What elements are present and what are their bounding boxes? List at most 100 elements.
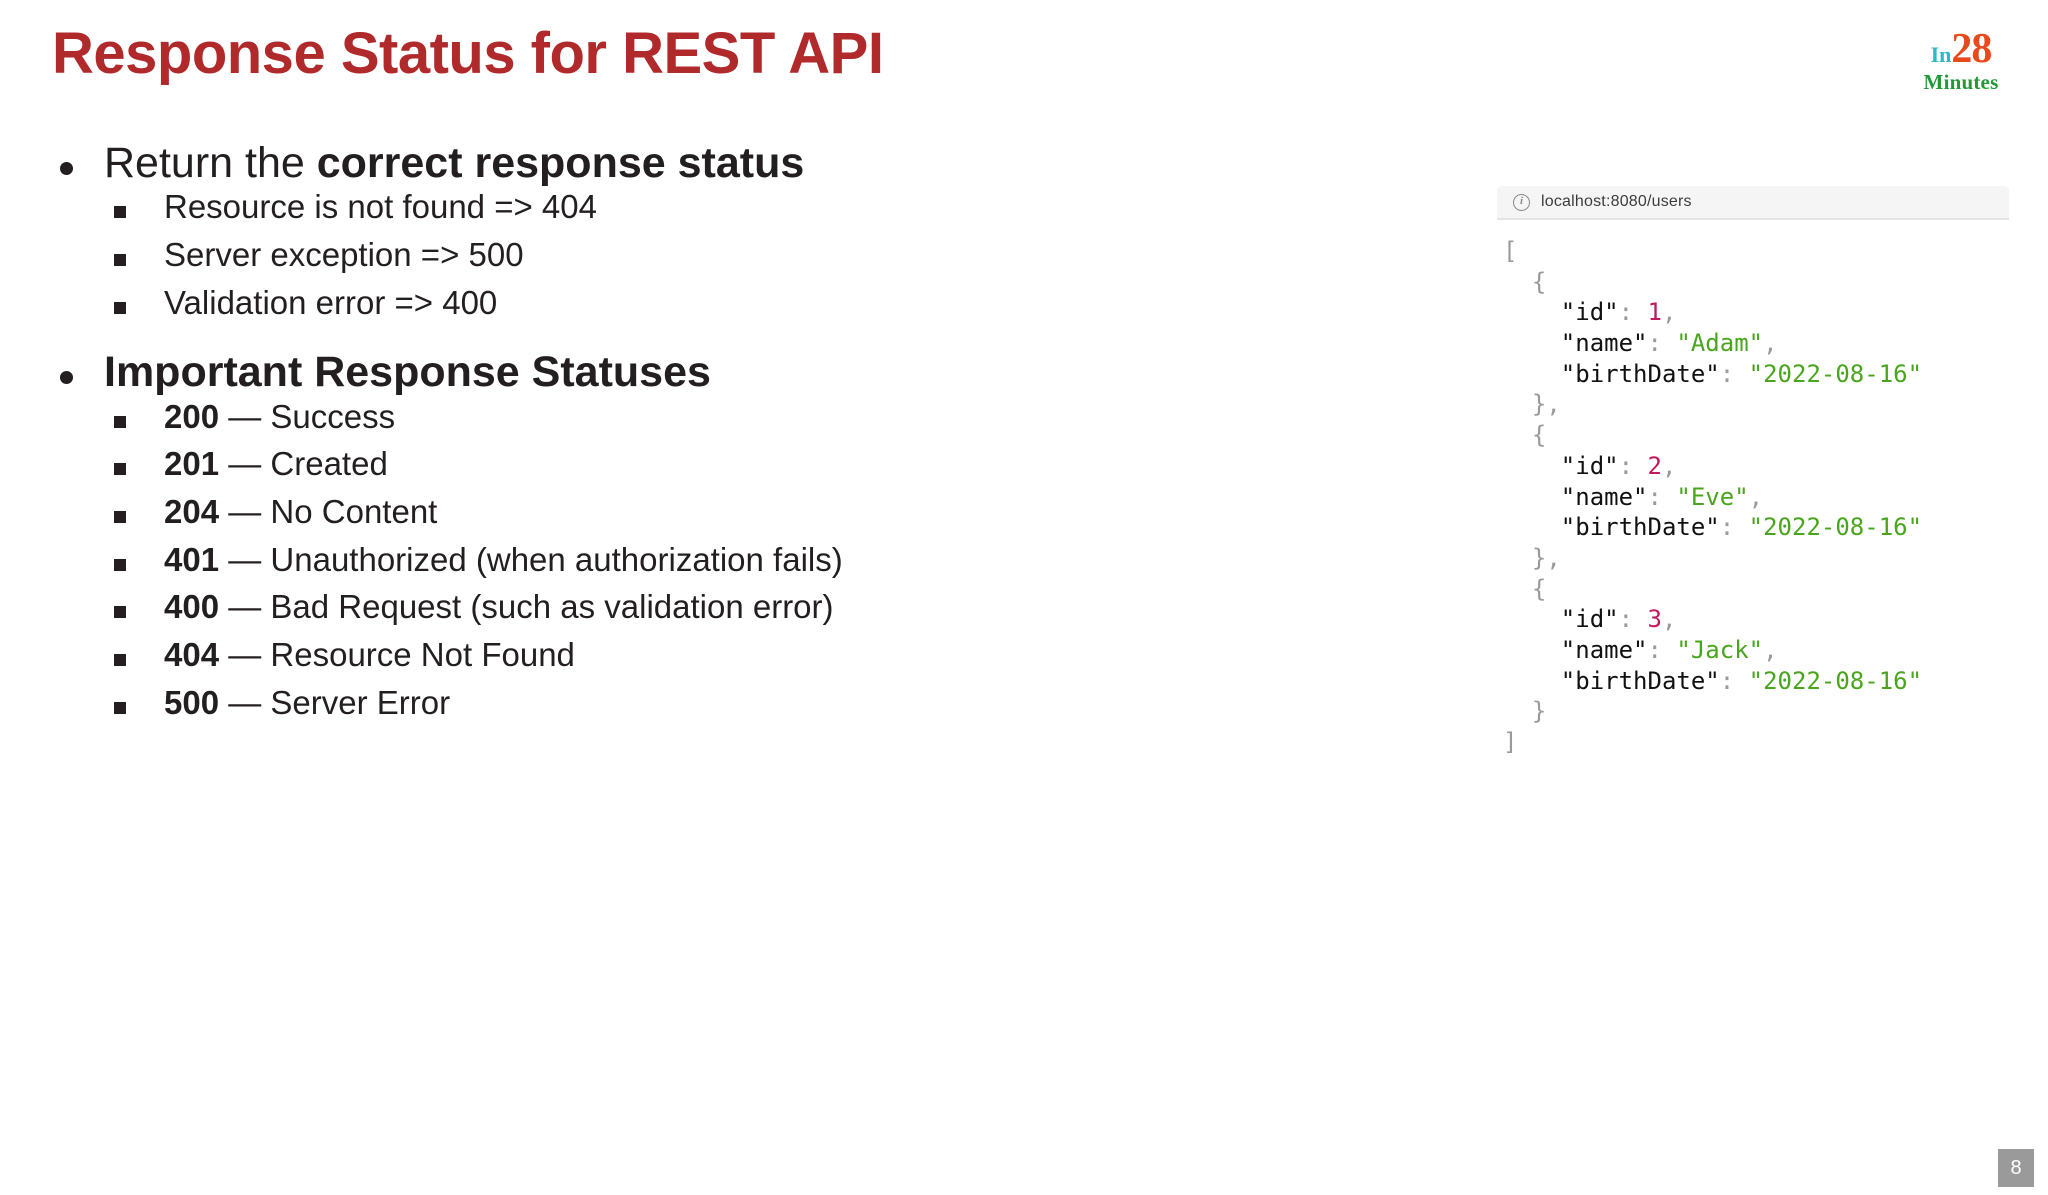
json-key-birthdate: "birthDate"	[1560, 666, 1720, 695]
json-colon: :	[1719, 513, 1749, 542]
json-line: "name": "Eve",	[1503, 482, 2009, 513]
json-comma: ,	[1661, 298, 1677, 327]
status-label: Unauthorized (when authorization fails)	[270, 540, 843, 578]
status-label: Created	[270, 445, 388, 483]
status-dash: —	[219, 683, 271, 721]
json-value-birthdate: "2022-08-16"	[1748, 666, 1923, 695]
json-colon: :	[1647, 329, 1677, 358]
list-item: 500 — Server Error	[46, 683, 1446, 721]
logo-28-text: 28	[1951, 26, 1992, 72]
logo-in-text: In	[1930, 42, 1952, 67]
page-number-badge: 8	[1998, 1149, 2034, 1187]
json-line: "birthDate": "2022-08-16"	[1503, 359, 2009, 390]
bullet-level1-important-statuses: Important Response Statuses	[46, 348, 1446, 397]
json-key-id: "id"	[1560, 605, 1619, 634]
status-code: 204	[164, 493, 220, 531]
json-line: "birthDate": "2022-08-16"	[1503, 512, 2009, 543]
bullet-text-plain: Return the	[104, 139, 317, 187]
page-title: Response Status for REST API	[52, 21, 884, 86]
json-line: "name": "Jack",	[1503, 635, 2009, 666]
json-object-close: },	[1503, 390, 1561, 419]
list-item: 200 — Success	[46, 397, 1446, 435]
json-colon: :	[1719, 666, 1749, 695]
json-line: "id": 1,	[1503, 297, 2009, 328]
json-key-id: "id"	[1560, 451, 1619, 480]
json-value-name: "Jack"	[1676, 635, 1764, 664]
bullet-level1-return-correct-status: Return the correct response status	[46, 140, 1446, 186]
bullet-text-bold: Important Response Statuses	[104, 348, 711, 397]
status-label: Resource Not Found	[270, 636, 575, 673]
browser-screenshot: i localhost:8080/users [ { "id": 1, "nam…	[1497, 186, 2009, 758]
status-code: 404	[164, 636, 220, 673]
browser-address-bar[interactable]: i localhost:8080/users	[1497, 186, 2009, 220]
json-array-close: ]	[1503, 728, 1518, 756]
status-code: 201	[164, 445, 220, 483]
json-line: {	[1503, 267, 2009, 298]
json-line: "birthDate": "2022-08-16"	[1503, 666, 2009, 697]
json-line: },	[1503, 389, 2009, 420]
json-object-close: }	[1503, 697, 1547, 726]
status-code: 401	[164, 540, 220, 578]
json-line: {	[1503, 574, 2009, 605]
json-colon: :	[1618, 298, 1648, 327]
spacer	[46, 333, 1446, 349]
json-key-id: "id"	[1560, 298, 1619, 327]
json-line: "id": 2,	[1503, 451, 2009, 482]
json-object-open: {	[1503, 267, 1547, 296]
list-item: Resource is not found => 404	[46, 190, 1446, 225]
json-comma: ,	[1763, 329, 1778, 358]
status-code: 500	[164, 683, 220, 721]
json-line: ]	[1503, 727, 2009, 758]
list-item: Validation error => 400	[46, 285, 1446, 321]
json-key-birthdate: "birthDate"	[1560, 513, 1720, 542]
list-item: 400 — Bad Request (such as validation er…	[46, 590, 1446, 625]
json-value-birthdate: "2022-08-16"	[1748, 513, 1923, 542]
json-value-name: "Eve"	[1676, 482, 1749, 511]
json-value-id: 1	[1647, 298, 1662, 327]
status-code: 200	[164, 397, 220, 435]
json-comma: ,	[1763, 635, 1778, 664]
status-label: Bad Request (such as validation error)	[270, 588, 834, 626]
url-text: localhost:8080/users	[1541, 193, 1692, 210]
logo-minutes-text: Minutes	[1923, 70, 1999, 94]
json-value-id: 3	[1647, 605, 1662, 634]
json-colon: :	[1647, 635, 1677, 664]
json-value-birthdate: "2022-08-16"	[1748, 359, 1923, 388]
json-line: },	[1503, 543, 2009, 574]
json-object-open: {	[1503, 574, 1547, 603]
json-line: [	[1503, 236, 2009, 267]
json-colon: :	[1618, 451, 1648, 480]
status-dash: —	[219, 445, 271, 483]
json-object-open: {	[1503, 421, 1547, 450]
list-item: 404 — Resource Not Found	[46, 636, 1446, 673]
status-dash: —	[219, 493, 271, 531]
list-item: 401 — Unauthorized (when authorization f…	[46, 540, 1446, 578]
list-item: 204 — No Content	[46, 493, 1446, 531]
status-code: 400	[164, 588, 220, 626]
json-comma: ,	[1748, 482, 1764, 511]
json-line: "name": "Adam",	[1503, 328, 2009, 359]
json-line: "id": 3,	[1503, 604, 2009, 635]
status-label: Server Error	[270, 683, 451, 721]
json-colon: :	[1719, 359, 1749, 388]
json-colon: :	[1618, 605, 1648, 634]
json-key-name: "name"	[1560, 482, 1648, 511]
bullet-text-bold: correct response status	[316, 139, 805, 187]
json-value-id: 2	[1647, 451, 1662, 480]
json-key-name: "name"	[1560, 635, 1648, 664]
status-dash: —	[219, 588, 271, 626]
json-comma: ,	[1661, 605, 1677, 634]
info-icon: i	[1513, 193, 1530, 211]
json-object-close: },	[1503, 543, 1561, 572]
json-line: {	[1503, 420, 2009, 451]
list-item: Server exception => 500	[46, 237, 1446, 273]
status-dash: —	[219, 397, 271, 435]
list-item: 201 — Created	[46, 447, 1446, 482]
status-label: No Content	[270, 493, 438, 531]
status-dash: —	[219, 540, 271, 578]
slide-body: Return the correct response status Resou…	[46, 140, 1446, 733]
json-response-body: [ { "id": 1, "name": "Adam", "birthDate"…	[1497, 218, 2009, 758]
json-key-name: "name"	[1560, 329, 1648, 358]
